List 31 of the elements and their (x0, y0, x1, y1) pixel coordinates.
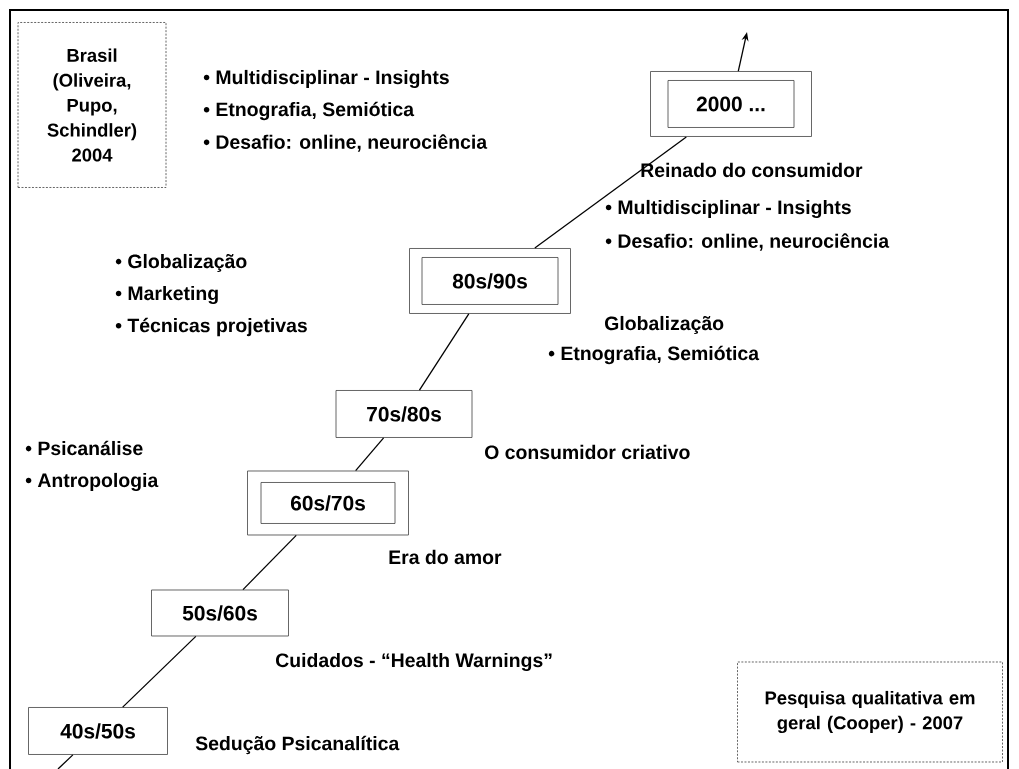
note-text: • Marketing (115, 285, 218, 305)
note-box: Pesquisa qualitativa em geral (Cooper) - 2007 (737, 661, 1003, 763)
note-text: Era do amor (389, 549, 502, 565)
timeline-line (57, 754, 74, 769)
note-text: • Antropologia (25, 472, 159, 492)
note-text: Cuidados - “Health Warnings” (276, 652, 552, 672)
note-text: • Desafio: online, neurociência (203, 134, 488, 152)
note-text: • Desafio: online, neurociência (605, 233, 890, 251)
note-text: • Multidisciplinar - Insights (203, 69, 449, 89)
note-text: • Técnicas projetivas (115, 317, 307, 337)
era-box: 70s/80s (335, 390, 473, 438)
note-text: Globalização (605, 315, 724, 335)
timeline-line (418, 313, 470, 391)
note-text: • Etnografia, Semiótica (548, 345, 760, 365)
timeline-line (534, 136, 687, 249)
note-text: • Globalização (115, 253, 247, 273)
era-box: 60s/70s (260, 482, 396, 524)
note-box: Brasil (Oliveira, Pupo, Schindler) 2004 (17, 22, 167, 188)
note-text: Reinado do consumidor (641, 162, 863, 178)
era-box: 2000 ... (667, 80, 795, 128)
timeline-line (355, 437, 385, 472)
note-text: Sedução Psicanalítica (195, 735, 400, 755)
note-text: • Etnografia, Semiótica (203, 101, 415, 121)
era-box: 80s/90s (421, 257, 559, 305)
timeline-line (242, 534, 297, 591)
era-box: 50s/60s (151, 589, 289, 637)
note-text: O consumidor criativo (485, 444, 690, 460)
note-text: • Psicanálise (25, 440, 143, 456)
era-box: 40s/50s (28, 707, 168, 755)
timeline-line (122, 635, 197, 708)
note-text: • Multidisciplinar - Insights (605, 199, 851, 219)
